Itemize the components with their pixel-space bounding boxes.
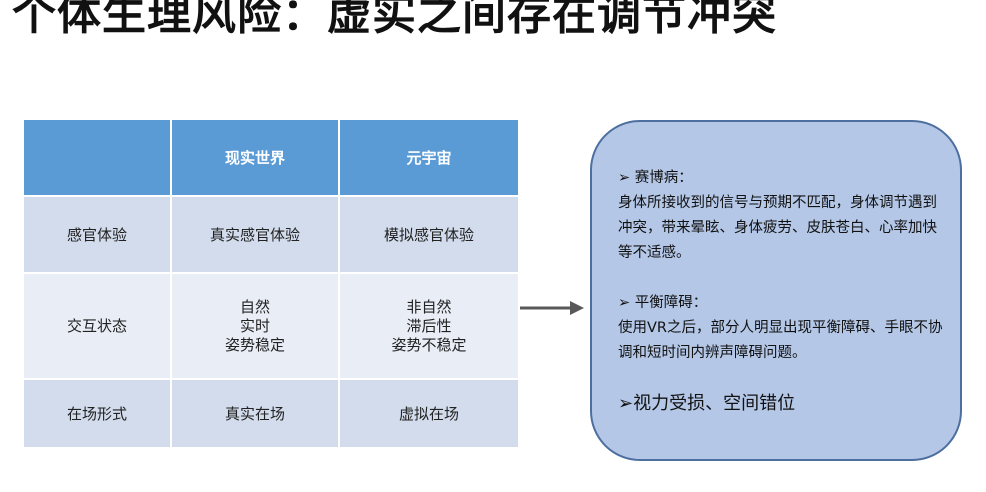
balance-title: ➢ 平衡障碍： (618, 295, 708, 311)
cell-meta: 模拟感官体验 (338, 195, 520, 274)
table-row: 在场形式 真实在场 虚拟在场 (22, 378, 520, 449)
header-cell-empty (22, 118, 172, 197)
cell-line: 实时 (239, 316, 270, 335)
cell-line: 姿势稳定 (224, 335, 285, 354)
table-header-row: 现实世界 元宇宙 (22, 118, 520, 197)
vision-title: ➢视力受损、空间错位 (618, 393, 796, 414)
balance-body: 使用VR之后，部分人明显出现平衡障碍、手眼不协调和短时间内辨声障碍问题。 (618, 320, 943, 361)
table-row: 感官体验 真实感官体验 模拟感官体验 (22, 195, 520, 274)
cell-line: 非自然 (406, 297, 452, 316)
risk-description-box: ➢ 赛博病： 身体所接收到的信号与预期不匹配，身体调节遇到冲突，带来晕眩、身体疲… (590, 120, 962, 461)
slide-title: 个体生理风险：虚实之间存在调节冲突 (12, 0, 777, 40)
cell-line: 姿势不稳定 (391, 335, 467, 354)
cell-real: 真实感官体验 (170, 195, 340, 274)
row-label: 交互状态 (22, 272, 172, 380)
row-label: 在场形式 (22, 378, 172, 449)
header-real-world: 现实世界 (170, 118, 340, 197)
header-metaverse: 元宇宙 (338, 118, 520, 197)
cell-real: 真实在场 (170, 378, 340, 449)
row-label: 感官体验 (22, 195, 172, 274)
cybersickness-title: ➢ 赛博病： (618, 170, 693, 186)
comparison-table: 现实世界 元宇宙 感官体验 真实感官体验 模拟感官体验 交互状态 自然实时姿势稳… (22, 118, 520, 449)
cell-line: 滞后性 (406, 316, 452, 335)
cell-meta: 非自然滞后性姿势不稳定 (338, 272, 520, 380)
cybersickness-body: 身体所接收到的信号与预期不匹配，身体调节遇到冲突，带来晕眩、身体疲劳、皮肤苍白、… (618, 195, 937, 261)
right-arrow-icon (520, 301, 584, 315)
cell-line: 自然 (239, 297, 270, 316)
table-row: 交互状态 自然实时姿势稳定 非自然滞后性姿势不稳定 (22, 272, 520, 380)
cell-meta: 虚拟在场 (338, 378, 520, 449)
cell-real: 自然实时姿势稳定 (170, 272, 340, 380)
